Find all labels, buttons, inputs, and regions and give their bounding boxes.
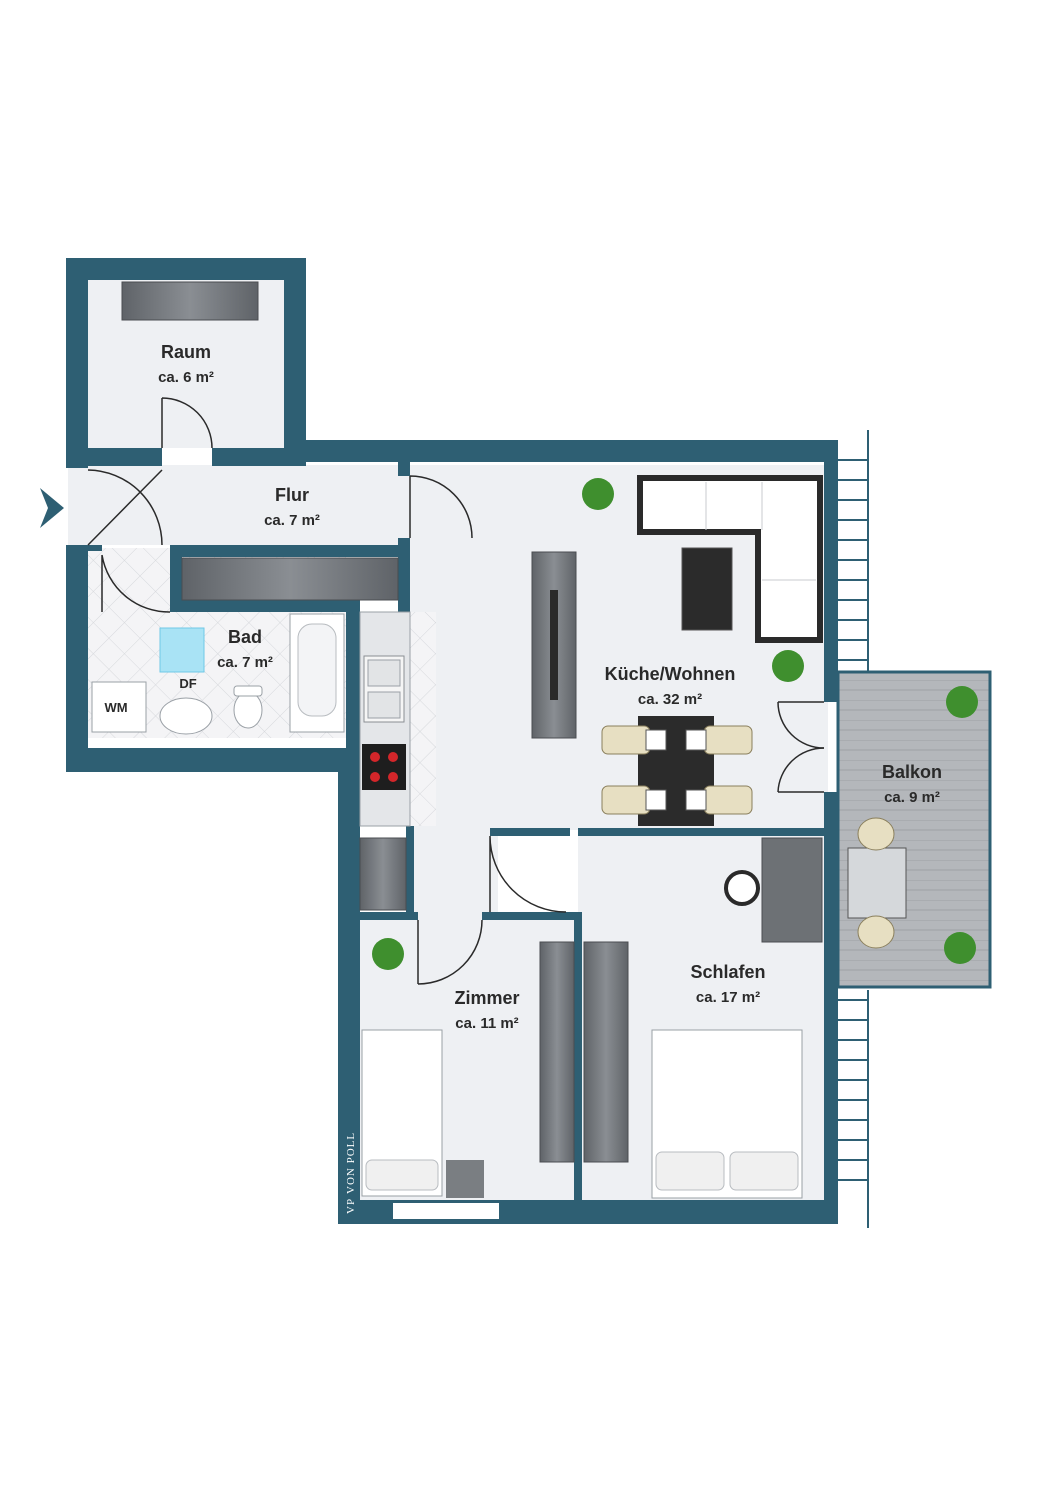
doors <box>87 397 825 985</box>
schlafen-area: ca. 17 m² <box>696 989 760 1006</box>
shower-window <box>159 627 205 673</box>
flur-floor <box>68 465 408 545</box>
kueche-name: Küche/Wohnen <box>605 664 736 684</box>
door-raum <box>161 397 213 449</box>
door-entrance <box>87 469 163 546</box>
desk-chair <box>724 870 760 906</box>
kueche-area: ca. 32 m² <box>638 691 702 708</box>
zimmer-area: ca. 11 m² <box>455 1015 518 1032</box>
wall-bad-bottom <box>66 748 360 772</box>
vonpoll-logo: VP VON POLL <box>345 1132 357 1214</box>
plant-icon <box>944 932 976 964</box>
window-schlafen <box>838 990 869 1228</box>
toilet <box>233 691 263 729</box>
logo-mark: VP <box>345 1198 357 1214</box>
bed-schlafen <box>651 1029 803 1199</box>
washing-machine <box>91 681 147 733</box>
walls <box>66 258 838 1224</box>
wall-top-main <box>284 440 828 462</box>
wall-bad-inner <box>170 545 182 607</box>
bad-fixtures <box>91 613 345 735</box>
room-labels: Raum ca. 6 m² Flur ca. 7 m² Bad ca. 7 m²… <box>104 342 942 1032</box>
bad-area: ca. 7 m² <box>217 654 273 671</box>
raum-area: ca. 6 m² <box>158 369 214 386</box>
wardrobe-schlafen <box>583 941 629 1163</box>
bed-zimmer <box>361 1029 443 1197</box>
window-zimmer <box>391 1201 501 1221</box>
wall-left-middle <box>338 748 360 1224</box>
wall-raum-flur <box>88 448 162 466</box>
plant-icon <box>372 938 404 970</box>
flur-area: ca. 7 m² <box>264 512 320 529</box>
plant-icon <box>582 478 614 510</box>
balkon-table <box>847 847 907 919</box>
bad-name: Bad <box>228 627 262 647</box>
window-kueche <box>838 430 869 672</box>
wardrobe-zimmer <box>539 941 575 1163</box>
entrance-arrow-icon <box>40 488 64 528</box>
wall-kitchen-side <box>406 826 414 916</box>
door-balkon-2 <box>777 747 825 793</box>
dining-set <box>601 716 753 826</box>
sofa <box>637 475 823 643</box>
wall-zimmer-schlafen <box>574 912 582 1204</box>
plants <box>372 478 978 970</box>
hall-floor <box>408 826 498 916</box>
tv <box>550 590 558 700</box>
coffee-table <box>681 547 733 631</box>
raum-shelf <box>121 281 259 321</box>
flur-wardrobe <box>181 557 399 601</box>
wall-hall-zimmer <box>360 912 418 920</box>
wall-raum-flur-2 <box>212 448 306 466</box>
door-bad <box>101 554 171 613</box>
door-balkon-1 <box>777 701 825 749</box>
flur-name: Flur <box>275 485 309 505</box>
wall-flur-bad-2 <box>170 545 408 557</box>
door-schlafen <box>489 835 567 913</box>
desk <box>761 837 823 943</box>
balkon-area: ca. 9 m² <box>884 789 940 806</box>
wall-left-lower <box>66 545 88 771</box>
kitchen-counter <box>359 611 411 911</box>
schlafen-name: Schlafen <box>690 962 765 982</box>
door-zimmer <box>417 919 483 985</box>
hall-cabinet <box>359 837 407 911</box>
logo-text: VON POLL <box>345 1132 357 1194</box>
balkon-name: Balkon <box>882 762 942 782</box>
wall-bad-right <box>346 600 360 750</box>
plant-icon <box>946 686 978 718</box>
door-kueche <box>409 475 473 539</box>
floor-areas <box>68 280 992 1206</box>
zimmer-name: Zimmer <box>454 988 519 1008</box>
sink <box>159 697 213 735</box>
nightstand-zimmer <box>446 1160 484 1198</box>
wall-right-top <box>824 440 838 702</box>
wall-raum-left <box>66 258 88 468</box>
df-label: DF <box>179 676 196 691</box>
raum-name: Raum <box>161 342 211 362</box>
wall-kueche-schlafen <box>490 828 570 836</box>
wall-kueche-schlafen-2 <box>578 828 828 836</box>
wm-label: WM <box>104 700 127 715</box>
wall-hall-zimmer-2 <box>482 912 578 920</box>
wall-flur-bad <box>88 545 102 551</box>
plant-icon <box>772 650 804 682</box>
wall-flur-right-bottom <box>398 538 410 612</box>
balkon-furniture <box>847 817 907 949</box>
windows <box>391 430 869 1228</box>
wall-raum-top <box>66 258 306 280</box>
cooktop <box>362 744 406 790</box>
wall-bad-shelf <box>170 600 346 612</box>
wall-flur-right-top <box>398 462 410 476</box>
wall-right-mid <box>824 792 838 1224</box>
wall-raum-right <box>284 258 306 458</box>
